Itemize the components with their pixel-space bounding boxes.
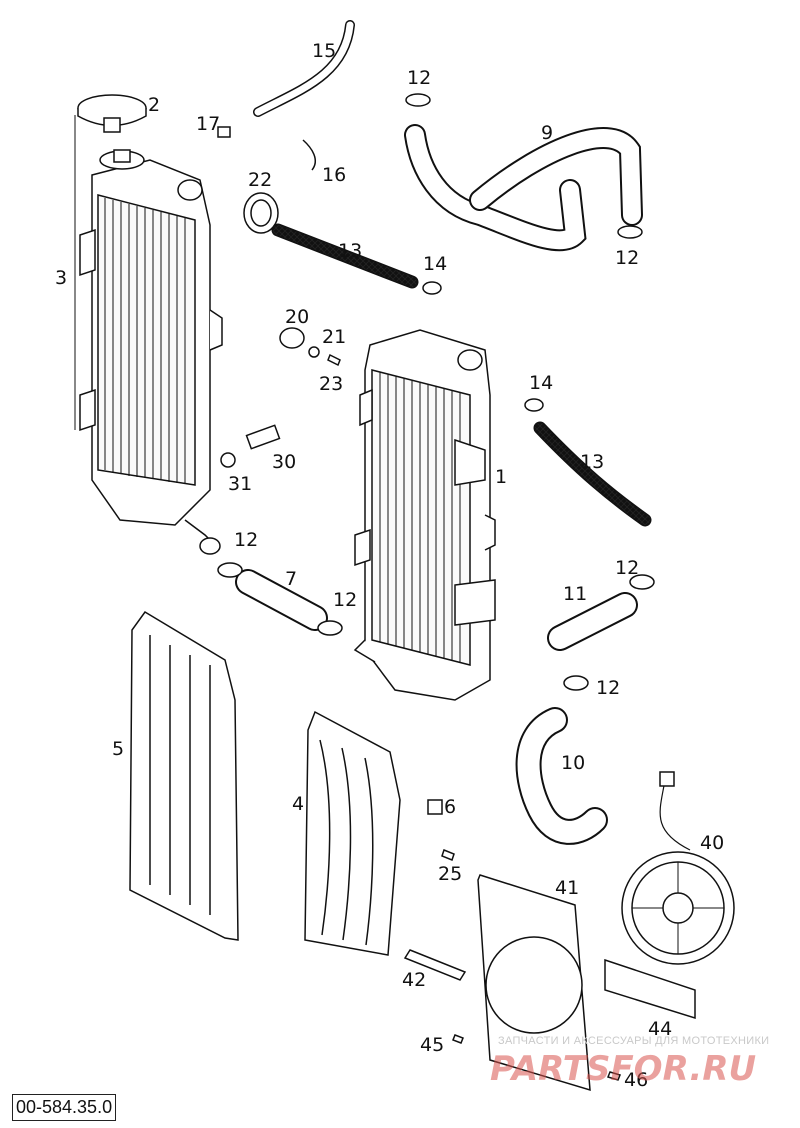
callout-14a: 14	[423, 253, 447, 275]
callout-12e: 12	[615, 557, 639, 579]
callout-12f: 12	[596, 677, 620, 699]
callout-40: 40	[700, 832, 724, 854]
watermark-brand-for: FOR	[610, 1049, 689, 1089]
fan-40	[621, 771, 735, 965]
mesh-hose-13-lower	[533, 421, 652, 527]
callout-41: 41	[555, 877, 579, 899]
hose-15	[253, 20, 355, 117]
callout-1: 1	[495, 466, 507, 488]
radiator-guard-5	[129, 611, 239, 941]
callout-14b: 14	[529, 372, 553, 394]
callout-44: 44	[648, 1018, 672, 1040]
callout-16: 16	[322, 164, 346, 186]
callout-31: 31	[228, 473, 252, 495]
callout-30: 30	[272, 451, 296, 473]
callout-20: 20	[285, 306, 309, 328]
callout-15: 15	[312, 40, 336, 62]
callout-4: 4	[292, 793, 304, 815]
callout-17: 17	[196, 113, 220, 135]
y-hose-9	[404, 124, 643, 252]
bracket-44	[604, 958, 696, 1020]
fan-shroud-41	[477, 874, 591, 1092]
watermark-brand-ru: .RU	[689, 1049, 756, 1089]
mesh-hose-13-upper	[271, 223, 419, 289]
callout-13b: 13	[580, 451, 604, 473]
callout-12d: 12	[333, 589, 357, 611]
watermark-tagline: ЗАПЧАСТИ И АКСЕССУАРЫ ДЛЯ МОТОТЕХНИКИ	[498, 1035, 769, 1047]
callout-10: 10	[561, 752, 585, 774]
callout-25: 25	[438, 863, 462, 885]
callout-22: 22	[248, 169, 272, 191]
callout-9: 9	[541, 122, 553, 144]
callout-5: 5	[112, 738, 124, 760]
svg-text:PARTSFOR.RU: PARTSFOR.RU	[490, 1049, 756, 1089]
callout-45: 45	[420, 1034, 444, 1056]
callout-12b: 12	[615, 247, 639, 269]
small-hardware	[217, 126, 622, 1081]
callout-11: 11	[563, 583, 587, 605]
callout-3: 3	[55, 267, 67, 289]
callout-labels: 1 2 3 4 5 6 7 9 10 11 12 12 12 12 12 12 …	[55, 40, 724, 1091]
radiator-cap	[77, 94, 147, 133]
radiator-guard-4	[304, 710, 401, 956]
callout-42: 42	[402, 969, 426, 991]
hose-10	[515, 707, 608, 845]
callout-46: 46	[624, 1069, 648, 1091]
hose-clamps	[217, 93, 655, 691]
strip-42	[403, 949, 467, 981]
hose-11	[547, 592, 638, 651]
callout-12c: 12	[234, 529, 258, 551]
left-radiator	[79, 149, 223, 555]
watermark: ЗАПЧАСТИ И АКСЕССУАРЫ ДЛЯ МОТОТЕХНИКИ PA…	[490, 1035, 769, 1089]
callout-2: 2	[148, 94, 160, 116]
callout-7: 7	[285, 568, 297, 590]
hose-7	[235, 569, 328, 631]
callout-23: 23	[319, 373, 343, 395]
diagram-reference-code: 00-584.35.0	[12, 1094, 117, 1121]
callout-21: 21	[322, 326, 346, 348]
callout-12a: 12	[407, 67, 431, 89]
right-radiator	[353, 329, 496, 701]
callout-6: 6	[444, 796, 456, 818]
watermark-brand-parts: PARTS	[490, 1049, 610, 1089]
callout-13a: 13	[338, 240, 362, 262]
